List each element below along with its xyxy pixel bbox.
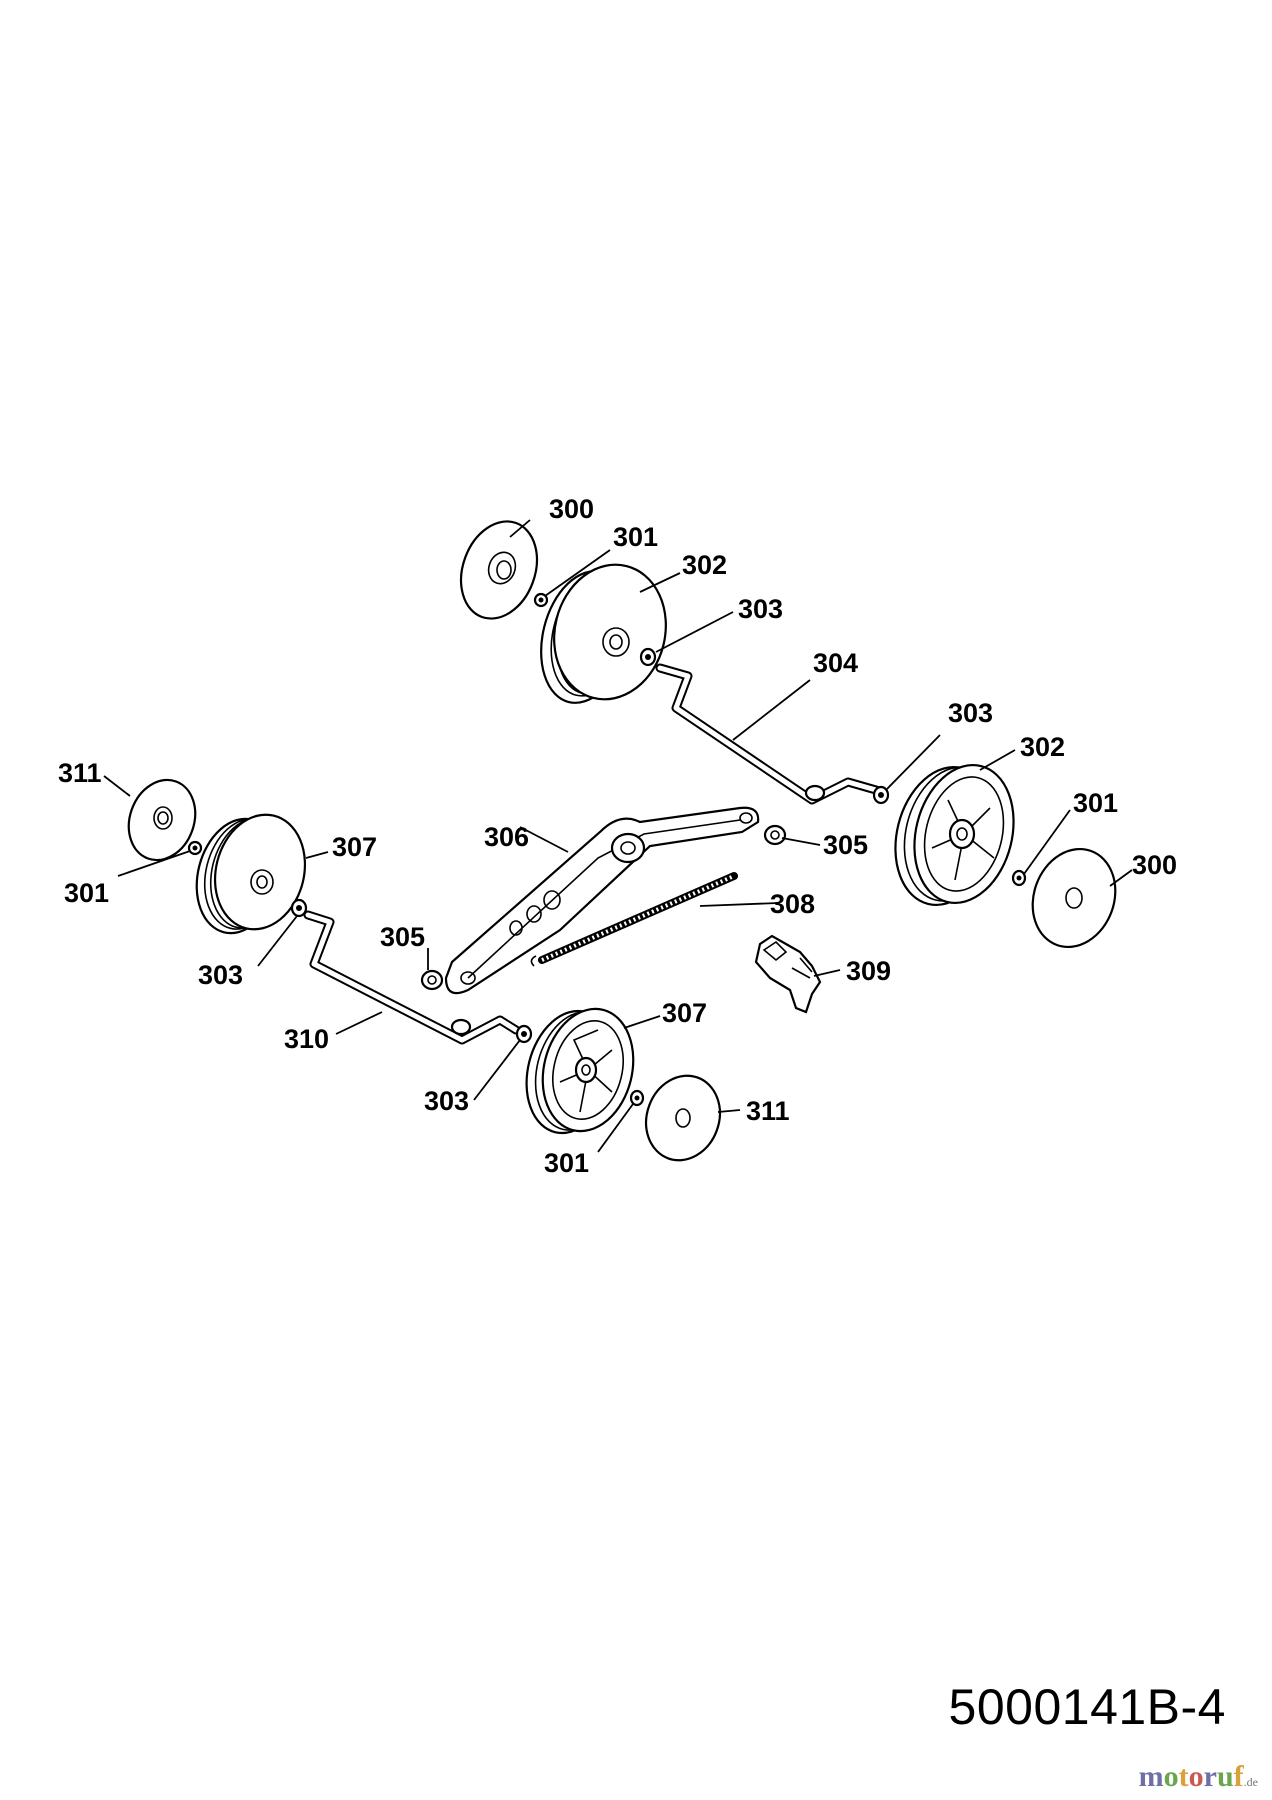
nut-301-front-left [187, 840, 203, 856]
callout-305-left: 305 [380, 922, 425, 952]
callout-303-left: 303 [198, 960, 243, 990]
callout-303-top: 303 [738, 594, 783, 624]
leader-lines [103, 519, 1133, 1153]
drawing-number: 5000141B-4 [948, 1679, 1226, 1735]
wheel-307-front-right [525, 1007, 635, 1135]
callout-310: 310 [284, 1024, 329, 1054]
bushing-305-left [420, 969, 444, 991]
callout-300-right: 300 [1132, 850, 1177, 880]
callout-311-bottom: 311 [746, 1096, 790, 1126]
brand-tld: .de [1243, 1775, 1258, 1789]
height-adjust-lever-306 [444, 806, 760, 995]
washer-303-front-left [290, 898, 308, 918]
wheel-302-rear-left [540, 563, 667, 704]
callout-303-bottom: 303 [424, 1086, 469, 1116]
hub-cap-300-rear-right [1031, 847, 1117, 949]
brand-watermark: motoruf.de [1138, 1760, 1258, 1793]
hub-cap-300-rear-left [459, 520, 539, 620]
axle-310-front [303, 910, 521, 1045]
washer-303-rear-left [639, 647, 657, 667]
callout-300-top: 300 [549, 494, 594, 524]
nut-301-rear-left [533, 592, 549, 608]
callout-301-bottom: 301 [544, 1148, 589, 1178]
callout-307-bottom: 307 [662, 998, 707, 1028]
wheel-307-front-left [195, 813, 307, 935]
callout-304: 304 [813, 648, 858, 678]
callout-305-right: 305 [823, 830, 868, 860]
callout-301-top: 301 [613, 522, 658, 552]
washer-303-rear-right [872, 785, 890, 805]
bushing-305-right [763, 824, 787, 846]
callout-309: 309 [846, 956, 891, 986]
callout-302-top: 302 [682, 550, 727, 580]
callout-301-left: 301 [64, 878, 109, 908]
callout-303-right: 303 [948, 698, 993, 728]
callout-302-right: 302 [1020, 732, 1065, 762]
spring-308 [530, 872, 738, 967]
hub-cap-311-front-left [127, 778, 197, 862]
washer-303-front-right [515, 1024, 533, 1044]
wheel-302-rear-right [894, 763, 1015, 907]
callout-301-right: 301 [1073, 788, 1118, 818]
callout-307-left: 307 [332, 832, 377, 862]
nut-301-rear-right [1011, 869, 1027, 887]
nut-301-front-right [629, 1089, 645, 1107]
hub-cap-311-front-right [645, 1074, 721, 1162]
callout-306: 306 [484, 822, 529, 852]
axle-304-rear [655, 663, 881, 805]
callout-308: 308 [770, 889, 815, 919]
callout-311-left: 311 [58, 758, 102, 788]
adjust-knob-309 [754, 934, 822, 1014]
